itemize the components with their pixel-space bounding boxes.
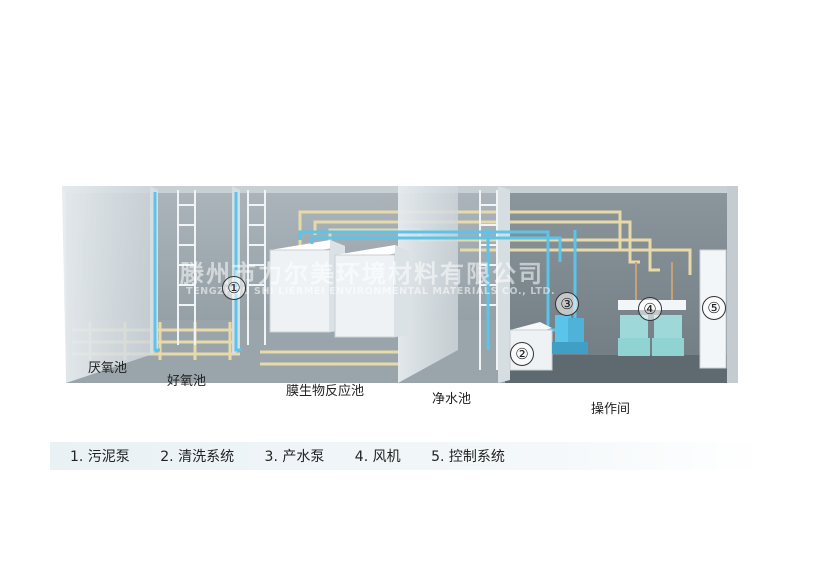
- wall-operation-right: [727, 186, 738, 383]
- legend-item-product-pump: 3. 产水泵: [264, 449, 325, 465]
- ladder-mbr: [247, 190, 266, 345]
- ladder-aerobic: [177, 190, 196, 345]
- marker-product-pump: ③: [555, 292, 579, 316]
- watermark-english: TENGZHOU SHI LIERMEI ENVIRONMENTAL MATER…: [186, 286, 556, 297]
- label-mbr-tank: 膜生物反应池: [286, 384, 365, 399]
- marker-sludge-pump: ①: [222, 276, 246, 300]
- label-anoxic-tank: 厌氧池: [88, 361, 128, 376]
- marker-blower: ④: [638, 297, 662, 321]
- marker-control-system: ⑤: [702, 296, 726, 320]
- wall-clean-water-right: [498, 186, 510, 383]
- legend-item-blower: 4. 风机: [354, 449, 401, 465]
- legend-item-sludge-pump: 1. 污泥泵: [70, 449, 130, 465]
- label-operation-room: 操作间: [591, 402, 631, 417]
- product-water-pumps: [552, 315, 588, 354]
- operation-floor: [505, 355, 727, 383]
- label-aerobic-tank: 好氧池: [167, 374, 207, 389]
- legend-item-cleaning-system: 2. 清洗系统: [160, 449, 235, 465]
- wall-anoxic-left: [62, 186, 150, 383]
- legend: 1. 污泥泵 2. 清洗系统 3. 产水泵 4. 风机 5. 控制系统: [70, 446, 531, 466]
- marker-cleaning-system: ②: [510, 342, 534, 366]
- wall-clean-water: [398, 186, 458, 383]
- membrane-module-2: [334, 245, 410, 338]
- legend-item-control-system: 5. 控制系统: [431, 449, 505, 465]
- label-clean-water-tank: 净水池: [432, 392, 472, 407]
- legend-background: [50, 442, 762, 470]
